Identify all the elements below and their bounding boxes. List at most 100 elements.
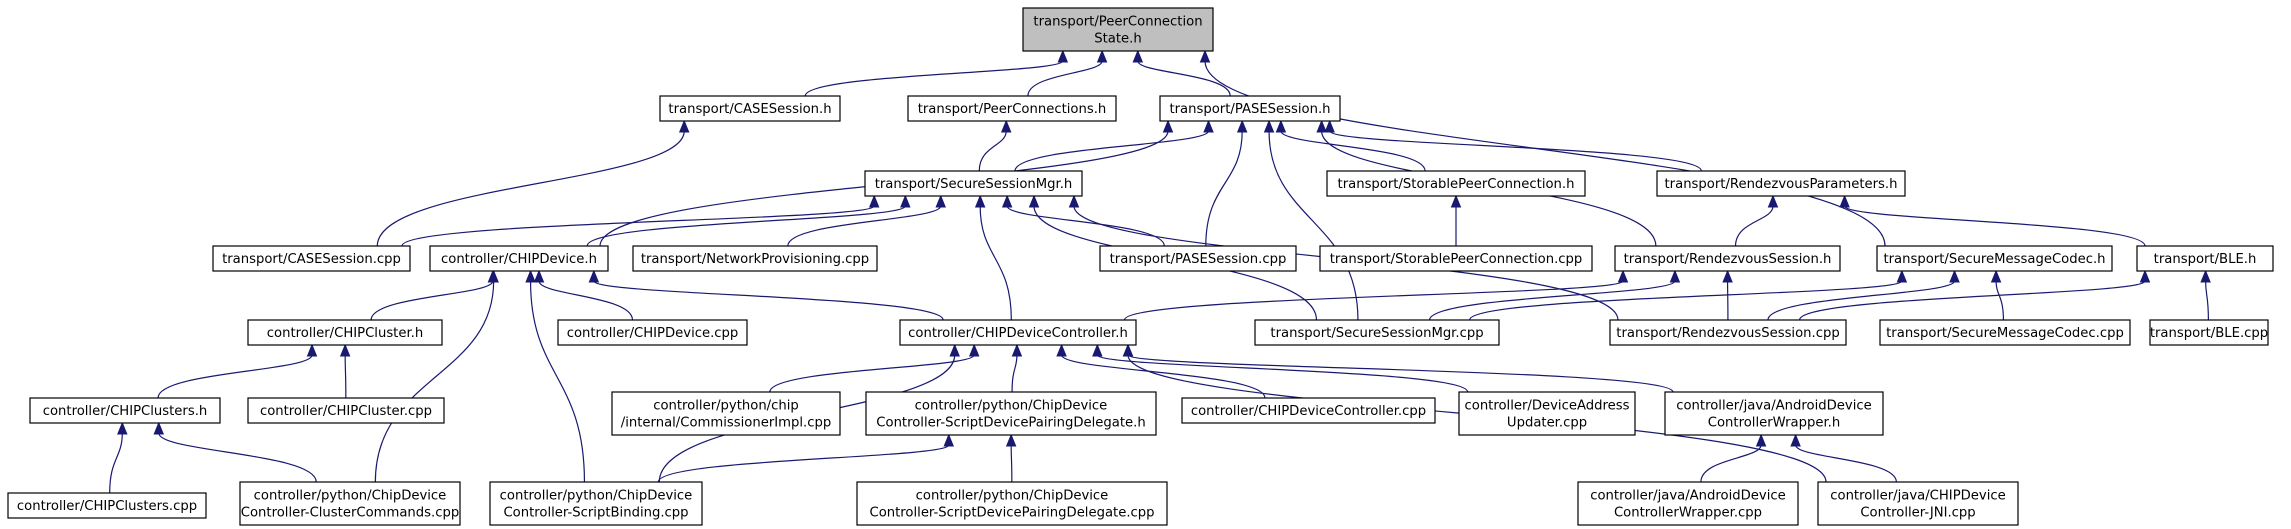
graph-node[interactable]: controller/CHIPCluster.h bbox=[247, 319, 443, 346]
graph-edge bbox=[1204, 60, 1886, 247]
graph-edge bbox=[1995, 280, 2005, 321]
graph-node[interactable]: transport/StorablePeerConnection.cpp bbox=[1319, 245, 1593, 272]
node-box bbox=[1817, 481, 2019, 526]
node-box bbox=[1326, 170, 1586, 197]
graph-edge bbox=[979, 205, 1012, 321]
graph-node[interactable]: transport/PASESession.cpp bbox=[1099, 245, 1297, 272]
node-label: State.h bbox=[1094, 32, 1141, 47]
node-box bbox=[489, 481, 703, 526]
node-label: transport/StorablePeerConnection.h bbox=[1338, 177, 1575, 192]
node-box bbox=[7, 492, 207, 519]
arrowhead bbox=[1199, 49, 1211, 63]
graph-node[interactable]: controller/python/ChipDeviceController-C… bbox=[239, 481, 461, 526]
node-label: transport/PASESession.cpp bbox=[1110, 252, 1287, 267]
arrowhead bbox=[1000, 119, 1012, 133]
node-box bbox=[1614, 245, 1841, 272]
arrowhead bbox=[1028, 194, 1040, 208]
graph-edge bbox=[158, 432, 317, 483]
arrowhead bbox=[2200, 269, 2211, 283]
graph-node[interactable]: controller/CHIPDeviceController.cpp bbox=[1181, 397, 1436, 424]
graph-node[interactable]: transport/RendezvousParameters.h bbox=[1656, 170, 1906, 197]
graph-node[interactable]: transport/BLE.h bbox=[2136, 245, 2274, 272]
graph-node[interactable]: controller/python/chip/internal/Commissi… bbox=[611, 391, 841, 436]
node-box bbox=[247, 319, 443, 346]
graph-edge bbox=[978, 130, 1007, 172]
node-label: controller/java/AndroidDevice bbox=[1590, 489, 1786, 504]
graph-node[interactable]: transport/BLE.cpp bbox=[2149, 319, 2269, 346]
graph-node[interactable]: transport/RendezvousSession.cpp bbox=[1609, 319, 1847, 346]
graph-edge bbox=[1469, 280, 1903, 321]
arrowhead bbox=[533, 269, 545, 283]
node-box bbox=[865, 391, 1157, 436]
arrowhead bbox=[306, 343, 318, 357]
arrowhead bbox=[1096, 49, 1108, 63]
graph-node[interactable]: controller/python/ChipDeviceController-S… bbox=[489, 481, 703, 526]
graph-node[interactable]: controller/java/AndroidDeviceControllerW… bbox=[1664, 391, 1884, 436]
graph-edge bbox=[1127, 354, 1674, 393]
arrowhead bbox=[1236, 119, 1248, 133]
node-box bbox=[29, 397, 221, 424]
graph-edge bbox=[529, 280, 586, 483]
arrowhead bbox=[2139, 269, 2151, 283]
arrowhead bbox=[1122, 343, 1134, 357]
graph-node[interactable]: transport/CASESession.h bbox=[659, 95, 841, 122]
graph-node[interactable]: controller/CHIPClusters.h bbox=[29, 397, 221, 424]
graph-node[interactable]: controller/python/ChipDeviceController-S… bbox=[865, 391, 1157, 436]
node-box bbox=[1879, 319, 2131, 346]
graph-node[interactable]: transport/SecureSessionMgr.cpp bbox=[1254, 319, 1500, 346]
graph-node[interactable]: controller/CHIPCluster.cpp bbox=[247, 397, 445, 424]
arrowhead bbox=[117, 421, 128, 435]
node-label: Controller-ScriptDevicePairingDelegate.c… bbox=[869, 506, 1154, 521]
graph-node[interactable]: controller/java/AndroidDeviceControllerW… bbox=[1577, 481, 1799, 526]
graph-node[interactable]: controller/CHIPDevice.h bbox=[429, 245, 609, 272]
graph-node[interactable]: transport/SecureSessionMgr.h bbox=[864, 170, 1083, 197]
node-label: Updater.cpp bbox=[1507, 416, 1587, 431]
graph-node[interactable]: transport/SecureMessageCodec.cpp bbox=[1879, 319, 2131, 346]
graph-node[interactable]: transport/PASESession.h bbox=[1159, 95, 1341, 122]
graph-node[interactable]: transport/RendezvousSession.h bbox=[1614, 245, 1841, 272]
graph-edge bbox=[769, 354, 975, 393]
arrowhead bbox=[153, 421, 164, 435]
arrowhead bbox=[525, 269, 536, 283]
node-label: controller/CHIPCluster.h bbox=[267, 326, 423, 341]
arrowhead bbox=[1896, 269, 1908, 283]
arrowhead bbox=[588, 269, 600, 283]
graph-node[interactable]: transport/SecureMessageCodec.h bbox=[1876, 245, 2113, 272]
node-box bbox=[429, 245, 609, 272]
graph-edge bbox=[376, 130, 685, 247]
graph-node[interactable]: transport/NetworkProvisioning.cpp bbox=[632, 245, 878, 272]
node-label: controller/python/ChipDevice bbox=[915, 399, 1108, 414]
node-label: transport/SecureSessionMgr.cpp bbox=[1270, 326, 1483, 341]
graph-node[interactable]: transport/CASESession.cpp bbox=[212, 245, 411, 272]
graph-node[interactable]: transport/PeerConnections.h bbox=[907, 95, 1117, 122]
node-label: transport/PASESession.h bbox=[1169, 102, 1330, 117]
graph-node[interactable]: controller/java/CHIPDeviceController-JNI… bbox=[1817, 481, 2019, 526]
node-label: Controller-ScriptBinding.cpp bbox=[503, 506, 688, 521]
graph-node[interactable]: controller/CHIPClusters.cpp bbox=[7, 492, 207, 519]
arrowhead bbox=[1263, 119, 1275, 133]
node-box bbox=[1458, 391, 1636, 436]
node-box bbox=[907, 95, 1117, 122]
arrowhead bbox=[1949, 269, 1960, 283]
graph-edge bbox=[401, 205, 875, 247]
node-label: transport/PeerConnections.h bbox=[918, 102, 1107, 117]
graph-node[interactable]: controller/python/ChipDeviceController-S… bbox=[856, 481, 1168, 526]
node-label: controller/python/ChipDevice bbox=[254, 489, 447, 504]
node-box bbox=[2136, 245, 2274, 272]
arrowhead bbox=[1790, 433, 1801, 447]
arrowhead bbox=[488, 269, 499, 283]
node-label: transport/RendezvousParameters.h bbox=[1665, 177, 1898, 192]
graph-edge bbox=[538, 280, 634, 321]
graph-edge bbox=[1060, 354, 1266, 399]
graph-node[interactable]: controller/CHIPDeviceController.h bbox=[899, 319, 1137, 346]
node-label: transport/BLE.h bbox=[2154, 252, 2257, 267]
graph-node[interactable]: controller/CHIPDevice.cpp bbox=[557, 319, 748, 346]
graph-edge bbox=[586, 205, 906, 247]
arrowhead bbox=[1001, 194, 1013, 208]
graph-node[interactable]: transport/StorablePeerConnection.h bbox=[1326, 170, 1586, 197]
arrowhead bbox=[339, 343, 351, 357]
node-label: /internal/CommissionerImpl.cpp bbox=[621, 416, 831, 431]
